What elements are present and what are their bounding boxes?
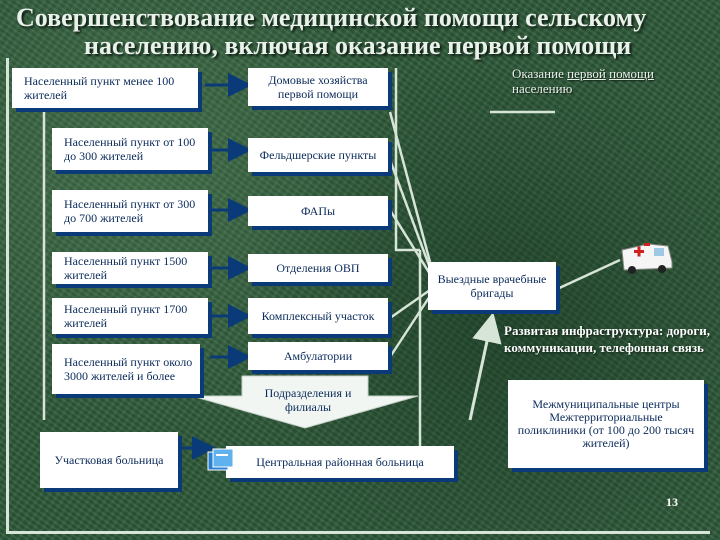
mobile-medical-teams: Выездные врачебные бригады (428, 262, 556, 310)
title-line1: Совершенствование медицинской помощи сел… (16, 3, 647, 32)
outer-connector-frame (6, 58, 710, 534)
big-arrow (191, 375, 419, 429)
arrow-label: Подразделения и филиалы (264, 386, 352, 414)
first-aid-households: Домовые хозяйства первой помощи (248, 68, 388, 106)
ovp-departments: Отделения ОВП (248, 254, 388, 282)
page-number: 13 (666, 495, 678, 509)
page-title: Совершенствование медицинской помощи сел… (16, 4, 716, 60)
fap: ФАПы (248, 196, 388, 226)
settlement-under-100: Населенный пункт менее 100 жителей (12, 68, 198, 108)
settlement-1700: Населенный пункт 1700 жителей (52, 298, 208, 334)
feldsher-points: Фельдшерские пункты (248, 138, 388, 172)
infrastructure-text: Развитая инфраструктура: дороги, коммуни… (504, 323, 711, 355)
settlement-1500: Населенный пункт 1500 жителей (52, 252, 208, 284)
title-line2: населению, включая оказание первой помощ… (84, 31, 632, 60)
district-hospital: Участковая больница (40, 432, 178, 488)
first-aid-text: Оказание первой помощи населению (512, 66, 672, 96)
first-aid-underlined2: помощи (609, 66, 655, 81)
settlement-300-700: Населенный пункт от 300 до 700 жителей (52, 190, 208, 232)
settlement-3000: Населенный пункт около 3000 жителей и бо… (52, 344, 200, 394)
central-district-hospital: Центральная районная больница (226, 446, 454, 478)
ambulance-icon (621, 243, 673, 274)
complex-site: Комплексный участок (248, 298, 388, 334)
first-aid-prefix: Оказание (512, 66, 568, 81)
first-aid-underlined1: первой (567, 66, 606, 81)
intermunicipal-centers: Межмуниципальные центры Межтерриториальн… (508, 380, 704, 468)
book-icon (207, 448, 234, 471)
settlement-100-300: Населенный пункт от 100 до 300 жителей (52, 128, 208, 170)
first-aid-suffix: населению (512, 81, 573, 96)
outpatient-clinics: Амбулатории (248, 342, 388, 370)
